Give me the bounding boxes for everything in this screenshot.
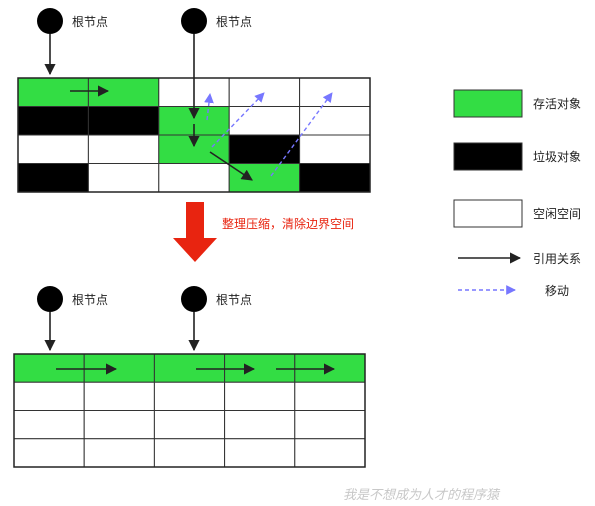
heap-cell-garbage	[17, 163, 89, 193]
heap-before-compaction	[17, 77, 371, 193]
root-node-label: 根节点	[216, 15, 252, 29]
heap-cell-free	[87, 134, 160, 164]
move-arrow	[204, 93, 214, 121]
root-node-1: 根节点	[37, 8, 108, 34]
move-arrow	[211, 92, 265, 148]
legend-garbage-label: 垃圾对象	[533, 149, 581, 164]
heap-cell-free	[83, 438, 155, 468]
heap-cell-live	[228, 163, 301, 193]
heap-cell-garbage	[228, 134, 301, 164]
root-node-2: 根节点	[181, 8, 252, 34]
heap-cell-free	[228, 106, 301, 136]
heap-cell-live	[294, 353, 366, 383]
heap-cell-free	[294, 438, 366, 468]
root-node-circle	[181, 8, 207, 34]
reference-arrows-after	[44, 312, 336, 375]
heap-cell-free	[294, 410, 366, 440]
heap-cell-free	[299, 77, 371, 107]
root-node-1-after: 根节点	[37, 286, 108, 312]
heap-cell-free	[294, 381, 366, 411]
heap-cell-free	[83, 410, 155, 440]
reference-arrows-before	[44, 34, 253, 181]
heap-cell-free	[224, 438, 296, 468]
root-node-label: 根节点	[72, 293, 108, 307]
legend-reference-label: 引用关系	[533, 252, 581, 266]
legend-move-label: 移动	[545, 284, 569, 298]
heap-cell-free	[299, 134, 371, 164]
heap-cell-garbage	[299, 163, 371, 193]
legend-garbage-swatch	[453, 142, 523, 171]
legend-free-swatch	[453, 199, 523, 228]
heap-cell-garbage	[17, 106, 89, 136]
heap-cell-free	[153, 438, 226, 468]
heap-cell-free	[83, 381, 155, 411]
heap-cell-live	[87, 77, 160, 107]
heap-cell-live	[17, 77, 89, 107]
heap-cell-free	[13, 438, 85, 468]
heap-cell-free	[228, 77, 301, 107]
heap-border	[13, 353, 366, 468]
root-node-circle	[37, 286, 63, 312]
heap-cell-garbage	[87, 106, 160, 136]
heap-cell-free	[299, 106, 371, 136]
move-arrows	[204, 92, 333, 177]
heap-cell-live	[83, 353, 155, 383]
compaction-caption: 整理压缩，清除边界空间	[222, 216, 354, 231]
heap-cell-free	[224, 381, 296, 411]
root-node-label: 根节点	[72, 15, 108, 29]
heap-cell-free	[158, 163, 230, 193]
watermark: 我是不想成为人才的程序猿	[343, 488, 501, 503]
compaction-arrow	[173, 202, 217, 262]
heap-cell-free	[87, 163, 160, 193]
heap-cell-free	[17, 134, 89, 164]
heap-cell-free	[224, 410, 296, 440]
reference-arrow	[209, 151, 253, 181]
legend-live-label: 存活对象	[533, 97, 581, 111]
heap-after-compaction	[13, 353, 366, 468]
legend-live-swatch	[453, 89, 523, 118]
heap-cell-live	[224, 353, 296, 383]
root-node-circle	[181, 286, 207, 312]
legend: 存活对象 垃圾对象 空闲空间 引用关系 移动	[453, 89, 581, 298]
heap-cell-free	[153, 381, 226, 411]
root-node-circle	[37, 8, 63, 34]
heap-cell-free	[13, 410, 85, 440]
move-arrow	[270, 92, 333, 177]
root-node-2-after: 根节点	[181, 286, 252, 312]
heap-cell-live	[153, 353, 226, 383]
root-node-label: 根节点	[216, 293, 252, 307]
heap-cell-free	[13, 381, 85, 411]
heap-cell-free	[153, 410, 226, 440]
legend-free-label: 空闲空间	[533, 207, 581, 221]
heap-cell-live	[13, 353, 85, 383]
